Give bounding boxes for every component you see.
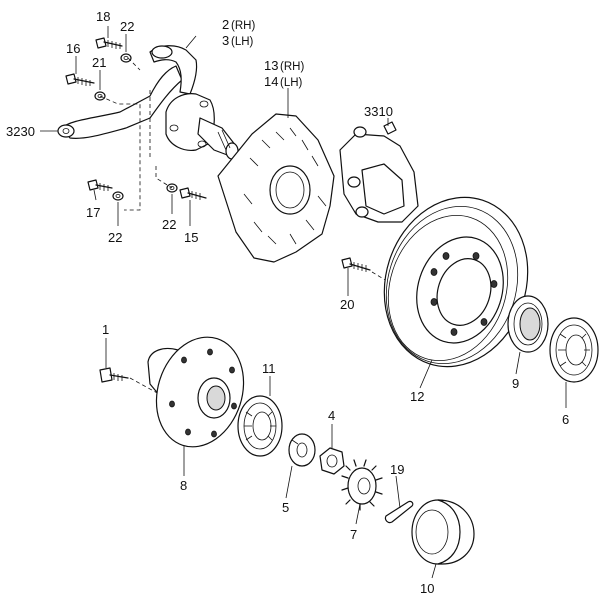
label-18: 18 bbox=[96, 9, 110, 24]
hub-bolt bbox=[99, 367, 129, 383]
washer-22-top bbox=[120, 53, 132, 63]
dust-cover bbox=[217, 113, 335, 263]
bolt-15 bbox=[179, 187, 207, 200]
bolt-18 bbox=[95, 37, 123, 49]
label-3-side: (LH) bbox=[231, 36, 254, 48]
bolt-16 bbox=[65, 73, 95, 86]
hub-cap-10 bbox=[411, 499, 475, 565]
align-line bbox=[99, 57, 141, 211]
oil-seal-9 bbox=[507, 295, 549, 353]
label-19: 19 bbox=[390, 462, 404, 477]
label-5: 5 bbox=[282, 500, 289, 515]
bearing-11 bbox=[237, 395, 283, 457]
label-3310: 3310 bbox=[364, 104, 393, 119]
align-line bbox=[149, 90, 173, 189]
label-2: 2 bbox=[222, 17, 229, 32]
label-15: 15 bbox=[184, 230, 198, 245]
cotter-pin-19 bbox=[384, 500, 414, 524]
label-22-left: 22 bbox=[108, 230, 122, 245]
label-6: 6 bbox=[562, 412, 569, 427]
washer-5 bbox=[288, 433, 316, 467]
label-9: 9 bbox=[512, 376, 519, 391]
bolt-20 bbox=[341, 257, 371, 272]
label-4: 4 bbox=[328, 408, 335, 423]
label-14-side: (LH) bbox=[280, 77, 303, 89]
label-17: 17 bbox=[86, 205, 100, 220]
label-20: 20 bbox=[340, 297, 354, 312]
label-11: 11 bbox=[262, 361, 276, 376]
label-1: 1 bbox=[102, 322, 109, 337]
label-12: 12 bbox=[410, 389, 424, 404]
bolt-17 bbox=[87, 179, 113, 191]
label-16: 16 bbox=[66, 41, 80, 56]
label-14: 14 bbox=[264, 74, 278, 89]
leader-lines bbox=[40, 26, 567, 579]
knuckle-assembly bbox=[57, 45, 239, 160]
label-3: 3 bbox=[222, 33, 229, 48]
washer-22-left bbox=[112, 191, 124, 201]
bearing-6 bbox=[549, 317, 599, 383]
align-line bbox=[371, 271, 393, 285]
label-21: 21 bbox=[92, 55, 106, 70]
brake-caliper bbox=[339, 121, 419, 223]
nut-4 bbox=[319, 447, 345, 475]
lock-cap-7 bbox=[341, 459, 383, 511]
label-22-mid: 22 bbox=[162, 217, 176, 232]
part-labels: 18 22 16 21 2 (RH) 3 (LH) 3230 17 22 22 … bbox=[6, 9, 569, 596]
label-2-side: (RH) bbox=[231, 20, 255, 32]
label-3230: 3230 bbox=[6, 124, 35, 139]
label-8: 8 bbox=[180, 478, 187, 493]
label-22-top: 22 bbox=[120, 19, 134, 34]
label-7: 7 bbox=[350, 527, 357, 542]
wheel-hub bbox=[147, 336, 245, 448]
brake-disc bbox=[383, 196, 529, 368]
label-10: 10 bbox=[420, 581, 434, 596]
label-13: 13 bbox=[264, 58, 278, 73]
label-13-side: (RH) bbox=[280, 61, 304, 73]
